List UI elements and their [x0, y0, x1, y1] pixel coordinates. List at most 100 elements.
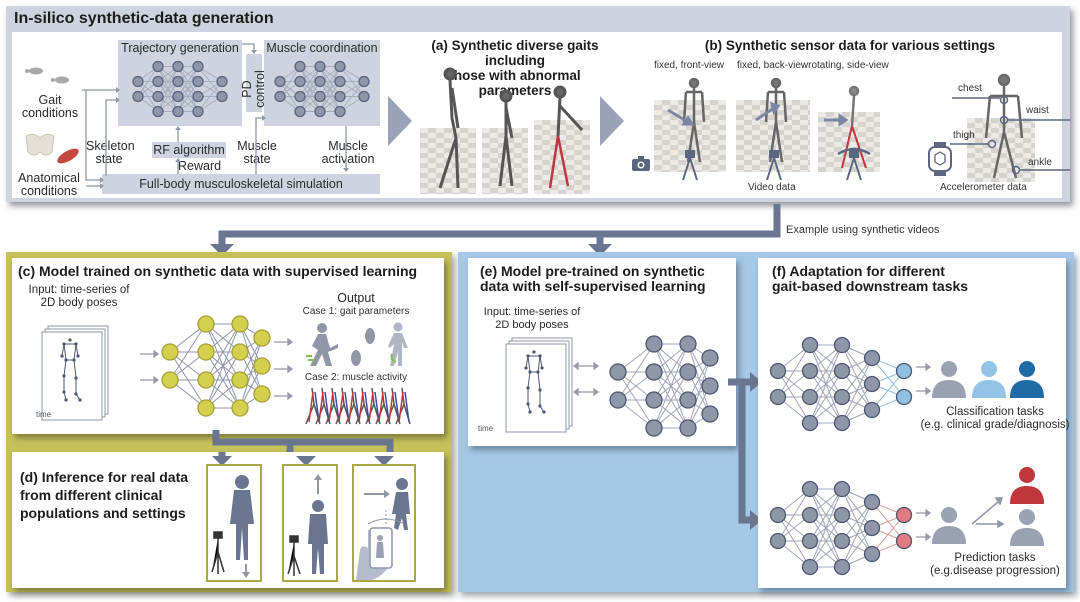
pose-joint [528, 370, 532, 374]
network-node [645, 391, 663, 409]
pose-frame [41, 331, 103, 421]
network-node [769, 362, 787, 380]
network-edge [205, 323, 241, 409]
skeleton-walking-icon [438, 67, 460, 189]
section-d-title: (d) Inference for real data from differe… [20, 468, 188, 522]
pose-joint [64, 398, 68, 402]
sensor-label-ankle: ankle [1028, 157, 1052, 168]
pose-joint [62, 342, 66, 346]
section-a-line1: (a) Synthetic diverse gaits including [431, 38, 599, 68]
network-node [216, 75, 228, 88]
person-darkblue-icon [1010, 361, 1044, 398]
pose-joint [68, 338, 72, 342]
network-edge [809, 488, 843, 568]
pose-joint [62, 374, 66, 378]
c-input-line2: 2D body poses [40, 297, 118, 309]
network-edge [177, 66, 199, 112]
skeleton-walking-icon [498, 89, 514, 187]
section-f-title: (f) Adaptation for different gait-based … [772, 264, 968, 294]
tripod-camera-icon [682, 150, 698, 181]
network-node [645, 419, 663, 437]
network-edge [841, 383, 873, 424]
network-node [609, 363, 627, 381]
network-edge [319, 66, 341, 97]
network-node [801, 362, 819, 380]
prediction-output-arrows [916, 508, 932, 542]
network-node [679, 335, 697, 353]
network-node [161, 371, 179, 389]
anatomical-conditions-label: Anatomical conditions [10, 172, 88, 198]
pose-joint [526, 354, 530, 358]
network-node [833, 506, 851, 524]
prediction-network-icon [769, 480, 913, 576]
muscle-activity-icon [305, 387, 411, 425]
progression-arrows [971, 497, 1005, 529]
muscle-network-icon [274, 60, 370, 118]
bidirectional-arrows [572, 361, 600, 397]
network-node [294, 75, 306, 88]
network-edge [841, 501, 873, 568]
section-e-line2: data with self-supervised learning [480, 278, 706, 294]
network-edge [841, 357, 873, 424]
network-node [172, 75, 184, 88]
network-edge [687, 357, 711, 429]
supervised-network-icon [161, 315, 271, 417]
network-node [197, 315, 215, 333]
pose-joint [540, 366, 544, 370]
pelvis-muscle-icon [25, 133, 79, 164]
real-world-back-view-icon [282, 464, 338, 582]
pose-joint [524, 366, 528, 370]
e-input-line1: Input: time-series of [483, 306, 581, 318]
network-node [833, 414, 851, 432]
network-edge [239, 337, 263, 409]
pose-joint [538, 354, 542, 358]
network-node [769, 506, 787, 524]
skeleton-line1: Skeleton [86, 139, 135, 153]
sensor-label-chest: chest [958, 83, 982, 94]
network-edge [157, 81, 179, 112]
time-label: time [478, 424, 494, 433]
section-d-line2: from different clinical [20, 487, 163, 503]
view-label-back-side: fixed, back-viewrotating, side-view [737, 60, 889, 71]
pretrained-network-icon [609, 335, 719, 437]
network-edge [339, 81, 365, 112]
network-node [192, 75, 204, 88]
network-edge [157, 66, 179, 112]
network-node [334, 75, 346, 88]
network-edge [841, 357, 873, 398]
network-node [863, 375, 881, 393]
muscle-activation-line1: Muscle [328, 139, 368, 153]
network-edge [177, 66, 199, 97]
section-e-line1: (e) Model pre-trained on synthetic [480, 263, 705, 279]
muscle-activation-line2: activation [321, 152, 375, 166]
footprints-icon [25, 67, 69, 84]
smartphone-recording-icon [352, 464, 416, 582]
skeleton-sensors-icon [950, 73, 1070, 179]
network-edge [319, 81, 341, 112]
network-node [152, 105, 164, 118]
tripod-camera-icon [766, 150, 782, 181]
pose-joint [74, 376, 78, 380]
network-edge [809, 488, 843, 542]
network-node [197, 343, 215, 361]
network-edge [809, 344, 843, 424]
classification-line1: Classification tasks [946, 406, 1044, 418]
person-red-icon [1010, 467, 1044, 504]
reward-label: Reward [178, 159, 222, 173]
network-node [358, 90, 370, 103]
network-edge [809, 370, 843, 424]
pose-frames-icon [505, 337, 573, 433]
prediction-line1: Prediction tasks [954, 552, 1036, 564]
anat-label-line2: conditions [20, 184, 78, 198]
network-node [801, 506, 819, 524]
smartwatch-icon [928, 142, 952, 176]
camera-icon [632, 156, 650, 171]
sensor-label-thigh: thigh [953, 130, 975, 141]
network-node [314, 60, 326, 73]
network-edge [809, 344, 843, 398]
rf-algorithm-box: RF algorithm [152, 142, 226, 158]
pose-joint [528, 410, 532, 414]
input-arrows [140, 349, 160, 385]
pose-joint [536, 370, 540, 374]
network-node [314, 75, 326, 88]
